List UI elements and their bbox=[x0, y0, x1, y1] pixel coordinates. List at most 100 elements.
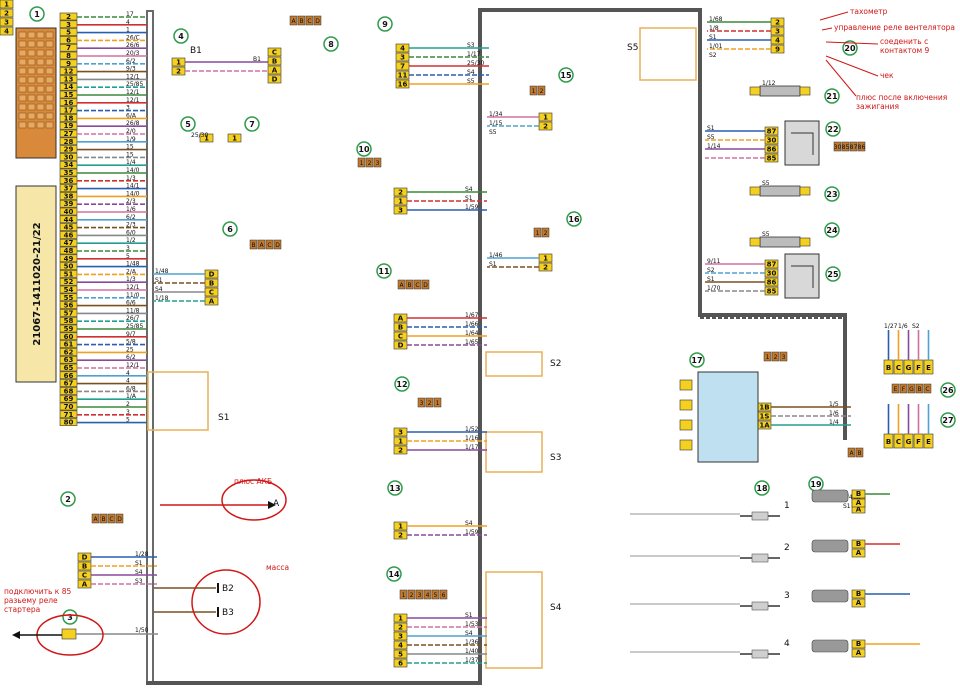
annotation-ignition-line-1: плюс после включения bbox=[856, 93, 947, 102]
injector-pin-label: A bbox=[856, 549, 862, 557]
injector-pin-label: A bbox=[856, 599, 862, 607]
connector-face-cell bbox=[115, 513, 124, 524]
ecu-plug-cell bbox=[27, 58, 36, 66]
connector-face-cell bbox=[529, 85, 538, 96]
ecu-wire-label: 6/2 bbox=[126, 214, 136, 221]
connector-face-label: 2 bbox=[774, 354, 778, 361]
connector-face-cell bbox=[405, 279, 414, 290]
ecu-plug-body bbox=[15, 27, 57, 159]
connector-face-label: 2 bbox=[544, 230, 548, 237]
connector-pin-label: 30 bbox=[767, 137, 777, 145]
ecu-wire-label: 25/85 bbox=[126, 81, 143, 88]
connector-face-cell bbox=[373, 157, 382, 168]
annotation-circle-ground bbox=[191, 569, 261, 635]
component-marker-1 bbox=[29, 6, 45, 22]
ecu-plug-cell bbox=[45, 40, 54, 48]
splice-s1-bracket bbox=[147, 371, 209, 431]
connector-face-cell bbox=[413, 279, 422, 290]
ecu-pin-number: 67 bbox=[64, 380, 74, 388]
ecu-pin-number: 30 bbox=[64, 153, 74, 161]
connector-wire-label: 1/01 bbox=[709, 43, 723, 50]
fuse-terminal bbox=[749, 186, 761, 196]
connector-face-label: A bbox=[399, 282, 404, 289]
splice-label-s3: S3 bbox=[550, 453, 561, 463]
ecu-wire-label: 12/1 bbox=[126, 362, 140, 369]
ecu-pin-number: 40 bbox=[64, 208, 74, 216]
component-marker-18 bbox=[754, 480, 770, 496]
ecu-pin-number: 5 bbox=[66, 29, 71, 37]
connector-wire-label: 1/68 bbox=[709, 16, 723, 23]
connector-pin-label: 7 bbox=[400, 63, 405, 71]
connector-face-cell bbox=[891, 383, 900, 394]
connector-pin-label: 11 bbox=[398, 72, 408, 80]
ecu-pin-number: 35 bbox=[64, 169, 74, 177]
connector-face-cell bbox=[91, 513, 100, 524]
connector-face-cell bbox=[849, 141, 858, 152]
connector-face-cell bbox=[915, 383, 924, 394]
connector-pin-label: 3 bbox=[398, 429, 403, 437]
ecu-wire-label: 14/1 bbox=[126, 183, 140, 190]
ecu-plug-cell bbox=[36, 85, 45, 93]
connector-wire-label: 1/66 bbox=[465, 321, 479, 328]
connector-pin-label: 2 bbox=[398, 189, 403, 197]
ecu-wire-label: 6/6 bbox=[126, 300, 136, 307]
ecu-wire-label: 26/С bbox=[126, 34, 140, 41]
connector-pin-label: 1B bbox=[759, 404, 769, 412]
connector-wire-label: 1/16 bbox=[465, 435, 479, 442]
ecu-pin-number: 50 bbox=[64, 263, 74, 271]
injector-pin-label: A bbox=[856, 499, 862, 507]
connector-pin-label: D bbox=[82, 554, 88, 562]
connector-pin-label: B bbox=[886, 438, 891, 446]
ecu-wire-label: 1/4 bbox=[126, 159, 136, 166]
connector-face-label: E bbox=[894, 386, 898, 393]
ecu-plug-cell bbox=[18, 40, 27, 48]
connector-face-cell bbox=[779, 351, 788, 362]
component-number-23: 23 bbox=[826, 190, 837, 199]
ecu-pin-number: 2 bbox=[66, 13, 71, 21]
ecu-part-number: 21067-1411020-21/22 bbox=[32, 222, 43, 345]
connector-pin-label: 86 bbox=[767, 279, 777, 287]
connector-face-cell bbox=[273, 239, 282, 250]
connector-pin-label: 3 bbox=[775, 28, 780, 36]
component-number-19: 19 bbox=[810, 480, 822, 489]
fuse-terminal bbox=[799, 86, 811, 96]
connector-face-label: B bbox=[299, 18, 303, 25]
ecu-wire-label: 11/0 bbox=[126, 292, 140, 299]
ecu-plug-cell bbox=[36, 49, 45, 57]
ecu-wire-label: 11/8 bbox=[126, 307, 140, 314]
connector-pin-box bbox=[227, 133, 242, 143]
connector-face-cell bbox=[289, 15, 298, 26]
connector-pin-box bbox=[0, 17, 14, 27]
connector-pin-label: 86 bbox=[767, 146, 777, 154]
connector-pin-label: E bbox=[926, 438, 931, 446]
ecu-pin-number: 61 bbox=[64, 341, 74, 349]
connector-face-cell bbox=[841, 141, 850, 152]
connector-pin-label: 5 bbox=[398, 651, 403, 659]
connector-wire-label: B1 bbox=[253, 56, 261, 63]
connector-wire-label: 25/30 bbox=[467, 60, 484, 67]
ecu-pin-number: 34 bbox=[64, 161, 74, 169]
component-marker-8 bbox=[323, 36, 339, 52]
ecu-plug-cell bbox=[27, 76, 36, 84]
ecu-pin-number: 49 bbox=[64, 255, 74, 263]
ecu-pin-number: 65 bbox=[64, 364, 74, 372]
connector-face-cell bbox=[107, 513, 116, 524]
ecu-wire-label: 1/3 bbox=[126, 175, 136, 182]
ecu-pin-number: 9 bbox=[66, 60, 71, 68]
ecu-pin-number: 54 bbox=[64, 286, 74, 294]
connector-face-label: A bbox=[849, 450, 854, 457]
ecu-plug-cell bbox=[18, 76, 27, 84]
connector-pin-label: 1S bbox=[760, 413, 770, 421]
connector-wire-label: S1 bbox=[843, 503, 851, 510]
fuse-body bbox=[759, 236, 801, 248]
connector-face-cell bbox=[415, 589, 424, 600]
